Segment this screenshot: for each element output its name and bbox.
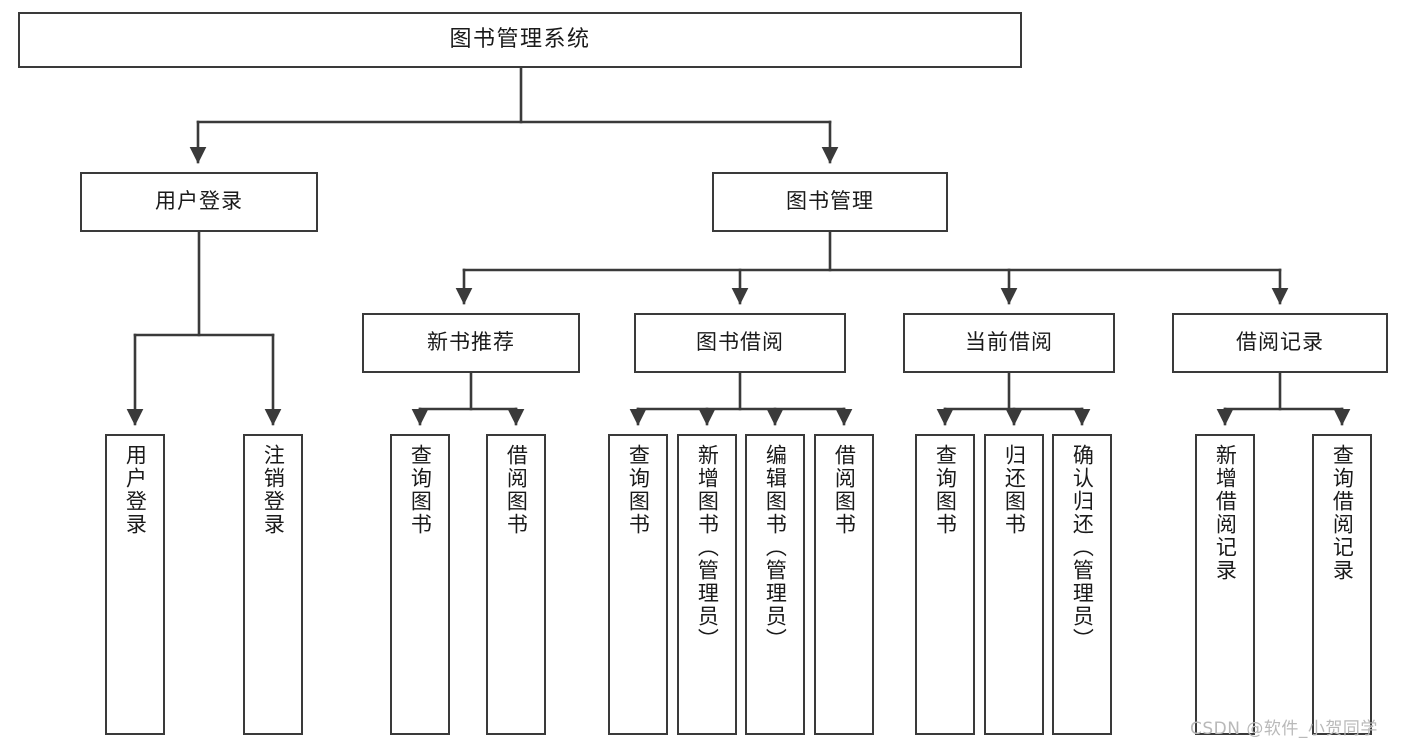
node-label: 图书管理	[786, 189, 874, 214]
node-label: 借阅图书	[504, 444, 529, 536]
node-label: 图书借阅	[696, 330, 784, 355]
node-leaf-user-logout[interactable]: 注销登录	[243, 434, 303, 735]
node-leaf-cb-confirm-return[interactable]: 确认归还（管理员）	[1052, 434, 1112, 735]
node-leaf-log-add-record[interactable]: 新增借阅记录	[1195, 434, 1255, 735]
csdn-watermark: CSDN @软件_小贺同学	[1190, 719, 1378, 739]
node-label: 借阅图书	[832, 444, 857, 536]
node-label: 编辑图书（管理员）	[763, 444, 788, 651]
node-leaf-rec-query-book[interactable]: 查询图书	[390, 434, 450, 735]
node-label: 新增借阅记录	[1213, 444, 1238, 582]
node-current-borrow[interactable]: 当前借阅	[903, 313, 1115, 373]
node-leaf-bb-add-book[interactable]: 新增图书（管理员）	[677, 434, 737, 735]
node-leaf-rec-borrow-book[interactable]: 借阅图书	[486, 434, 546, 735]
node-new-book-recommend[interactable]: 新书推荐	[362, 313, 580, 373]
node-label: 当前借阅	[965, 330, 1053, 355]
node-root-system[interactable]: 图书管理系统	[18, 12, 1022, 68]
node-book-manage[interactable]: 图书管理	[712, 172, 948, 232]
node-label: 查询图书	[933, 444, 958, 536]
node-user-login[interactable]: 用户登录	[80, 172, 318, 232]
node-label: 查询图书	[408, 444, 433, 536]
node-leaf-bb-borrow-book[interactable]: 借阅图书	[814, 434, 874, 735]
node-label: 确认归还（管理员）	[1070, 444, 1095, 651]
node-leaf-cb-query-book[interactable]: 查询图书	[915, 434, 975, 735]
node-label: 借阅记录	[1236, 330, 1324, 355]
node-book-borrow[interactable]: 图书借阅	[634, 313, 846, 373]
node-leaf-bb-query-book[interactable]: 查询图书	[608, 434, 668, 735]
node-label: 新增图书（管理员）	[695, 444, 720, 651]
node-borrow-record[interactable]: 借阅记录	[1172, 313, 1388, 373]
node-leaf-cb-return-book[interactable]: 归还图书	[984, 434, 1044, 735]
node-label: 查询借阅记录	[1330, 444, 1355, 582]
node-label: 新书推荐	[427, 330, 515, 355]
node-label: 用户登录	[155, 189, 243, 214]
node-label: 用户登录	[123, 444, 148, 536]
node-leaf-log-query-record[interactable]: 查询借阅记录	[1312, 434, 1372, 735]
node-label: 查询图书	[626, 444, 651, 536]
node-label: 归还图书	[1002, 444, 1027, 536]
node-label: 图书管理系统	[449, 26, 591, 52]
node-leaf-bb-edit-book[interactable]: 编辑图书（管理员）	[745, 434, 805, 735]
node-leaf-user-login[interactable]: 用户登录	[105, 434, 165, 735]
node-label: 注销登录	[261, 444, 286, 536]
